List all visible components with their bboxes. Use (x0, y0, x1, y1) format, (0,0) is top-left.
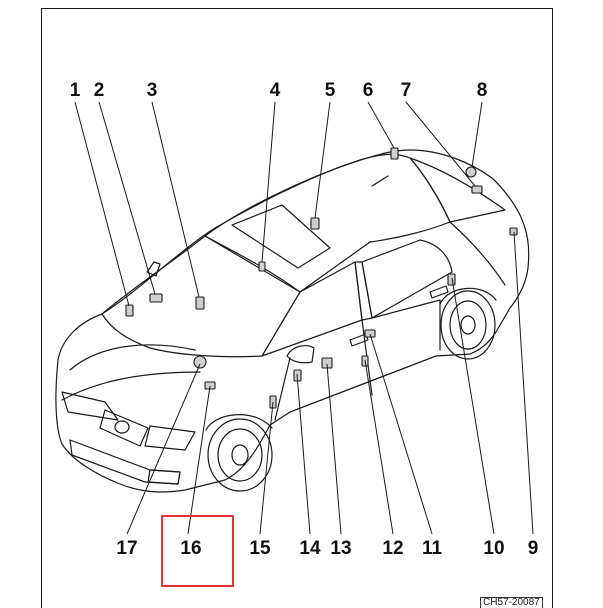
rear-side-window (361, 239, 453, 319)
label-6: 6 (363, 80, 374, 101)
label-12: 12 (382, 538, 403, 559)
leader-16 (187, 385, 211, 535)
label-16: 16 (180, 538, 201, 559)
trunk-line (449, 221, 506, 286)
marker-11 (364, 329, 376, 338)
badge (114, 420, 130, 434)
antenna (371, 175, 389, 187)
windshield (101, 235, 301, 358)
label-1: 1 (70, 80, 81, 101)
marker-17 (193, 355, 207, 369)
page-frame (41, 8, 553, 608)
grille (99, 409, 149, 447)
marker-3 (195, 296, 205, 310)
marker-9 (509, 227, 518, 236)
front-door-line (274, 319, 373, 421)
sill-line (289, 355, 437, 413)
reference-code: CH57-20087 (480, 597, 543, 608)
hood-crease (61, 344, 201, 401)
label-11: 11 (422, 538, 443, 559)
leader-8 (471, 101, 483, 168)
highlight-box-16 (161, 515, 234, 587)
headlight-right (144, 425, 196, 451)
label-15: 15 (249, 538, 271, 559)
sunroof (231, 204, 331, 269)
leader-11 (369, 333, 433, 535)
label-10: 10 (483, 538, 504, 559)
label-3: 3 (147, 80, 158, 101)
label-2: 2 (94, 80, 105, 101)
leader-5 (314, 101, 331, 219)
front-door-handle (349, 333, 369, 347)
label-9: 9 (528, 538, 539, 559)
leader-14 (296, 373, 311, 535)
leader-12 (364, 359, 394, 535)
lower-grille (69, 439, 181, 485)
label-8: 8 (477, 80, 488, 101)
side-mirror (286, 345, 315, 364)
marker-6 (390, 147, 399, 160)
label-7: 7 (401, 80, 412, 101)
label-14: 14 (299, 538, 321, 559)
marker-5 (310, 217, 320, 230)
fog-light (147, 469, 181, 485)
rear-door-handle (429, 285, 449, 299)
headlight-left (61, 391, 119, 421)
marker-7 (471, 185, 483, 194)
label-17: 17 (116, 538, 137, 559)
marker-10 (447, 273, 456, 286)
leader-9 (513, 231, 534, 535)
leader-3 (151, 101, 200, 298)
b-pillar (354, 261, 373, 321)
rear-mirror-stub (146, 261, 161, 277)
leader-7 (405, 101, 476, 187)
marker-2 (149, 293, 163, 303)
marker-8 (465, 166, 477, 178)
car-body-outline (55, 149, 530, 493)
leader-17 (126, 363, 201, 535)
leader-6 (367, 101, 395, 149)
label-4: 4 (270, 80, 281, 101)
marker-1 (125, 304, 134, 317)
leader-15 (259, 401, 274, 535)
rear-door-line (371, 299, 441, 351)
marker-4 (258, 261, 266, 272)
label-5: 5 (325, 80, 336, 101)
leader-4 (261, 101, 276, 263)
leader-13 (326, 363, 342, 535)
leader-2 (98, 101, 156, 295)
label-13: 13 (330, 538, 351, 559)
rear-window (409, 157, 506, 223)
front-wheel (205, 414, 273, 492)
leader-10 (451, 277, 495, 535)
roof-outline (204, 153, 451, 293)
rear-wheel (439, 287, 497, 360)
leader-1 (74, 101, 130, 307)
